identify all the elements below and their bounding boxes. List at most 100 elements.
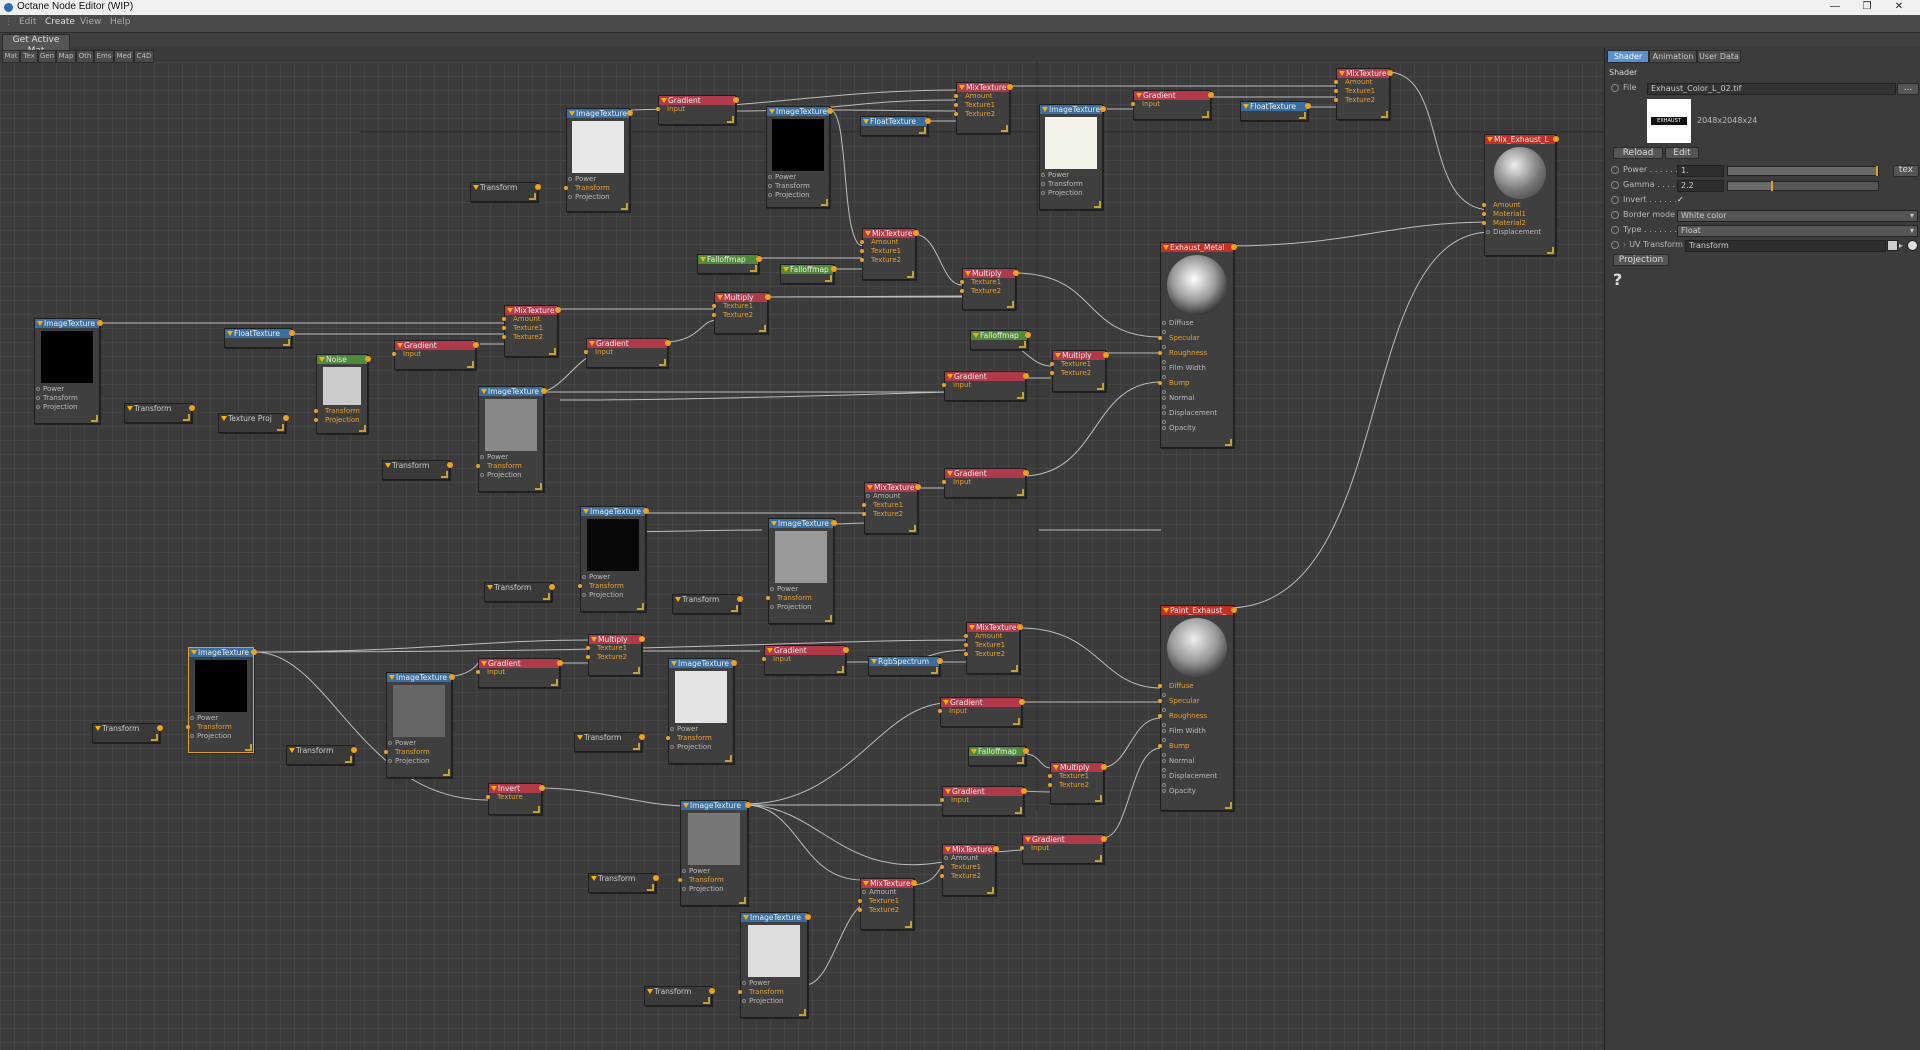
type-animate-radio[interactable] xyxy=(1611,225,1619,234)
gradient-node[interactable]: Gradient Input xyxy=(762,645,849,675)
imagetexture-node-selected[interactable]: ImageTexture Power Transform Projection xyxy=(186,647,257,753)
pin-normal[interactable]: Normal xyxy=(1161,757,1233,766)
tab-ems[interactable]: Ems xyxy=(94,50,114,63)
pin-input[interactable]: Input xyxy=(392,350,475,359)
tab-gen[interactable]: Gen xyxy=(38,50,56,63)
pin-input[interactable]: Input xyxy=(938,707,1021,716)
pin-texture1[interactable]: Texture1 xyxy=(586,644,641,653)
floattexture-node[interactable]: FloatTexture xyxy=(224,328,295,348)
pin-input[interactable]: Input xyxy=(940,796,1023,805)
mixtexture-node[interactable]: MixTexture Amount Texture1 Texture2 xyxy=(860,228,919,280)
gradient-node[interactable]: Gradient Input xyxy=(1131,90,1214,120)
pin-input[interactable]: Input xyxy=(656,105,735,114)
pin-texture2[interactable]: Texture2 xyxy=(862,510,917,519)
pin-power[interactable]: Power xyxy=(581,573,645,582)
imagetexture-node[interactable]: ImageTexture Power Transform Projection xyxy=(766,106,833,208)
pin-transform[interactable]: Transform xyxy=(766,594,833,603)
pin-projection[interactable]: Projection xyxy=(1040,189,1102,198)
menu-view[interactable]: View xyxy=(80,17,102,27)
pin-projection[interactable]: Projection xyxy=(189,732,253,741)
gamma-animate-radio[interactable] xyxy=(1611,180,1619,189)
help-icon[interactable]: ? xyxy=(1613,270,1623,289)
pin-texture2[interactable]: Texture2 xyxy=(1048,781,1103,790)
pin-power[interactable]: Power xyxy=(769,585,833,594)
pin-amount[interactable]: Amount xyxy=(502,315,557,324)
rgbspectrum-node[interactable]: RgbSpectrum xyxy=(868,656,943,676)
mixtexture-node[interactable]: MixTexture Amount Texture1 Texture2 xyxy=(1334,68,1393,120)
mixtexture-node[interactable]: MixTexture Amount Texture1 Texture2 xyxy=(502,305,561,357)
projection-button[interactable]: Projection xyxy=(1613,254,1669,266)
pin-texture1[interactable]: Texture1 xyxy=(1048,772,1103,781)
gradient-node[interactable]: Gradient Input xyxy=(584,338,671,368)
pin-power[interactable]: Power xyxy=(767,173,829,182)
tab-shader[interactable]: Shader xyxy=(1607,50,1649,63)
menu-edit[interactable]: Edit xyxy=(19,17,37,27)
pin-projection[interactable]: Projection xyxy=(581,591,645,600)
imagetexture-node[interactable]: ImageTexture Power Transform Projection xyxy=(666,658,737,764)
reload-button[interactable]: Reload xyxy=(1613,147,1663,159)
pin-texture1[interactable]: Texture1 xyxy=(940,863,995,872)
tab-mat[interactable]: Mat xyxy=(2,50,20,63)
expand-arrow-icon[interactable]: › xyxy=(1623,240,1627,249)
invert-animate-radio[interactable] xyxy=(1611,195,1619,204)
pin-transform[interactable]: Transform xyxy=(1040,180,1102,189)
transform-node[interactable]: Transform xyxy=(124,403,195,423)
pin-specular[interactable]: Specular xyxy=(1158,697,1233,706)
pin-texture2[interactable]: Texture2 xyxy=(1334,96,1389,105)
transform-node[interactable]: Transform xyxy=(470,182,541,202)
pin-bump[interactable]: Bump xyxy=(1158,379,1233,388)
gradient-node[interactable]: Gradient Input xyxy=(940,786,1027,816)
pin-power[interactable]: Power xyxy=(1040,171,1102,180)
pin-specular[interactable]: Specular xyxy=(1158,334,1233,343)
pin-projection[interactable]: Projection xyxy=(479,471,543,480)
mixtexture-node[interactable]: MixTexture Amount Texture1 Texture2 xyxy=(862,482,921,534)
slider-knob[interactable] xyxy=(1876,166,1878,176)
pin-texture1[interactable]: Texture1 xyxy=(960,278,1015,287)
file-path-field[interactable]: Exhaust_Color_L_02.tif xyxy=(1647,83,1896,95)
pin-power[interactable]: Power xyxy=(35,385,99,394)
pin-transform[interactable]: Transform xyxy=(186,723,253,732)
pin-texture2[interactable]: Texture2 xyxy=(954,110,1009,119)
pin-opacity[interactable]: Opacity xyxy=(1161,787,1233,796)
tex-button[interactable]: tex xyxy=(1893,165,1919,177)
gradient-node[interactable]: Gradient Input xyxy=(656,95,739,125)
pin-amount[interactable]: Amount xyxy=(1482,201,1555,210)
tab-c4d[interactable]: C4D xyxy=(134,50,154,63)
tab-tex[interactable]: Tex xyxy=(20,50,38,63)
floattexture-node[interactable]: FloatTexture xyxy=(860,116,931,136)
link-icon[interactable] xyxy=(1887,240,1898,251)
imagetexture-node[interactable]: ImageTexture Power Transform Projection xyxy=(564,108,633,212)
pin-projection[interactable]: Projection xyxy=(669,743,733,752)
uv-animate-radio[interactable] xyxy=(1611,240,1619,249)
multiply-node[interactable]: Multiply Texture1 Texture2 xyxy=(586,634,645,676)
pin-transform[interactable]: Transform xyxy=(666,734,733,743)
pin-texture1[interactable]: Texture1 xyxy=(1050,360,1105,369)
transform-node[interactable]: Transform xyxy=(484,582,555,602)
pin-power[interactable]: Power xyxy=(479,453,543,462)
pin-transform[interactable]: Transform xyxy=(767,182,829,191)
pin-displacement[interactable]: Displacement xyxy=(1161,409,1233,418)
type-dropdown[interactable]: Float▾ xyxy=(1677,225,1918,237)
slider-knob[interactable] xyxy=(1771,181,1773,191)
pin-input[interactable]: Input xyxy=(1131,100,1210,109)
pin-projection[interactable]: Projection xyxy=(681,885,747,894)
pin-film-width[interactable]: Film Width xyxy=(1161,364,1233,373)
imagetexture-node[interactable]: ImageTexture Power Transform Projection xyxy=(578,506,649,612)
falloffmap-node[interactable]: Falloffmap xyxy=(697,254,762,274)
pin-texture1[interactable]: Texture1 xyxy=(860,247,915,256)
clear-icon[interactable] xyxy=(1907,240,1918,251)
pin-projection[interactable]: Projection xyxy=(387,757,451,766)
border-animate-radio[interactable] xyxy=(1611,210,1619,219)
gradient-node[interactable]: Gradient Input xyxy=(938,697,1025,727)
pin-amount[interactable]: Amount xyxy=(861,888,913,897)
pin-amount[interactable]: Amount xyxy=(943,854,995,863)
pin-texture2[interactable]: Texture2 xyxy=(712,311,767,320)
imagetexture-node[interactable]: ImageTexture Power Transform Projection xyxy=(738,912,811,1018)
pin-displacement[interactable]: Displacement xyxy=(1161,772,1233,781)
pin-texture2[interactable]: Texture2 xyxy=(1050,369,1105,378)
pin-texture2[interactable]: Texture2 xyxy=(502,333,557,342)
pin-texture1[interactable]: Texture1 xyxy=(858,897,913,906)
pin-diffuse[interactable]: Diffuse xyxy=(1161,319,1233,328)
pin-diffuse[interactable]: Diffuse xyxy=(1158,682,1233,691)
tab-animation[interactable]: Animation xyxy=(1649,50,1697,63)
